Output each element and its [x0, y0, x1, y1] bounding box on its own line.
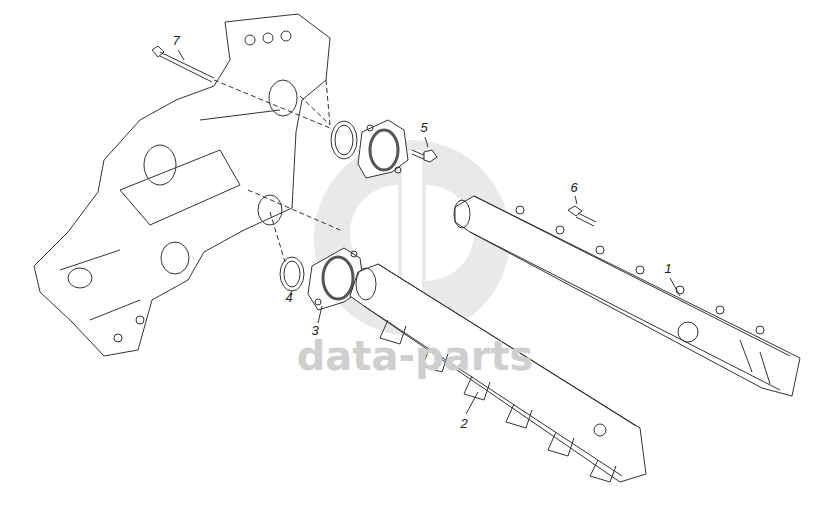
callout-number: 1 [664, 262, 671, 275]
callout-number: 6 [570, 181, 577, 194]
callout-number: 4 [285, 291, 292, 304]
callout-number: 5 [420, 121, 427, 134]
watermark-text: data-parts [297, 336, 534, 376]
callout-number: 7 [172, 34, 179, 47]
callout-number: 3 [311, 324, 318, 337]
callout-number: 2 [460, 417, 467, 430]
